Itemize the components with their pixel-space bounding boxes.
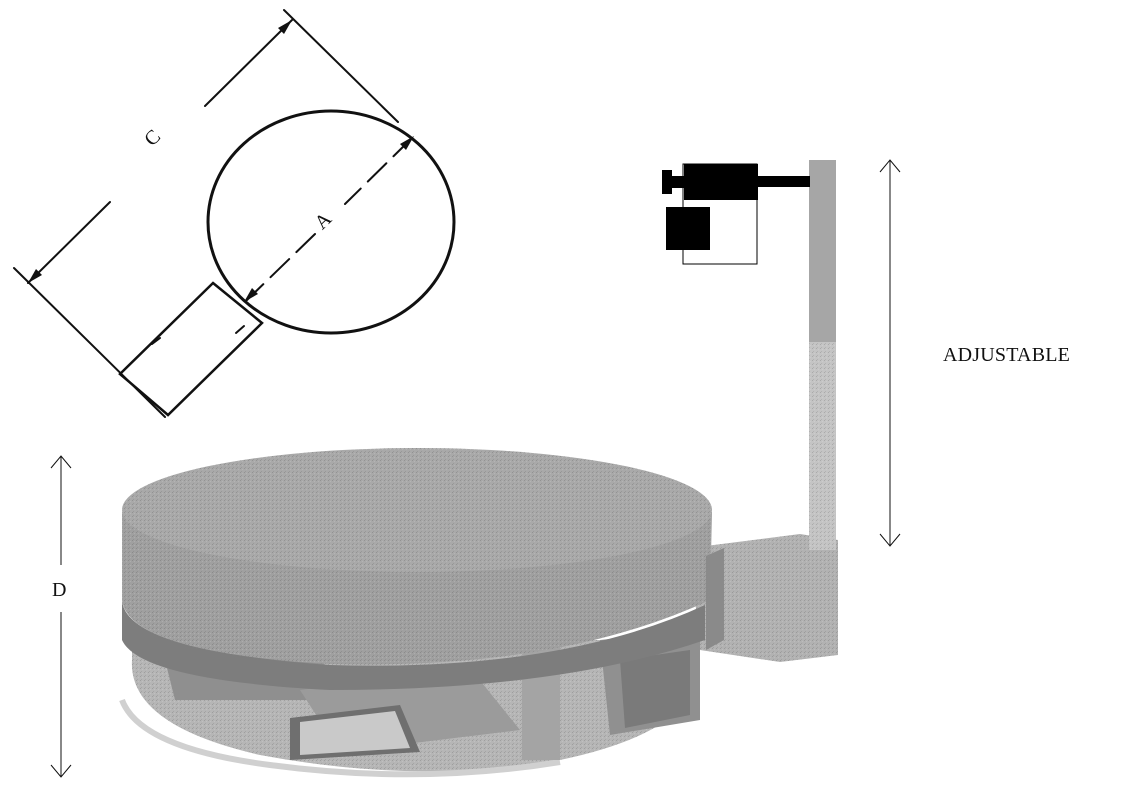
dimension-c-arrowhead-bottom <box>28 269 42 283</box>
dimension-c-arrowhead-top <box>278 20 292 34</box>
film-carriage <box>662 163 810 265</box>
plan-view-schematic <box>13 9 456 418</box>
arm-tick-2 <box>235 325 245 334</box>
base-extension-outline <box>118 281 264 417</box>
carriage-knob <box>662 170 672 194</box>
arm-tick-1 <box>151 337 161 345</box>
dimension-c-extension-top <box>283 9 399 123</box>
rim-support-wedge <box>706 548 724 650</box>
adjustable-label: ADJUSTABLE <box>943 344 1071 366</box>
dimension-c-line-upper <box>204 19 293 107</box>
turntable-underside <box>122 600 705 690</box>
dimension-c-extension-bottom <box>13 267 166 418</box>
adjustable-dimension-arrow <box>879 159 901 547</box>
dimension-d-arrow <box>50 455 72 778</box>
dimension-d-label: D <box>52 579 67 601</box>
carriage-handle <box>672 176 686 188</box>
dimension-a-line-upper <box>344 137 413 205</box>
carriage-motor-block <box>666 207 710 250</box>
base-disc-edge <box>119 698 561 778</box>
turntable-machine <box>119 160 838 778</box>
turntable-circle <box>206 109 456 335</box>
mast-upper <box>809 160 836 342</box>
carriage-body <box>684 164 758 200</box>
dimension-c-line-lower <box>27 201 111 284</box>
carriage-arm <box>744 176 810 187</box>
dimension-a-arrowhead-top <box>400 136 414 150</box>
dimension-a-arrowhead-bottom <box>244 288 258 302</box>
dimension-a-line-lower <box>246 233 316 301</box>
